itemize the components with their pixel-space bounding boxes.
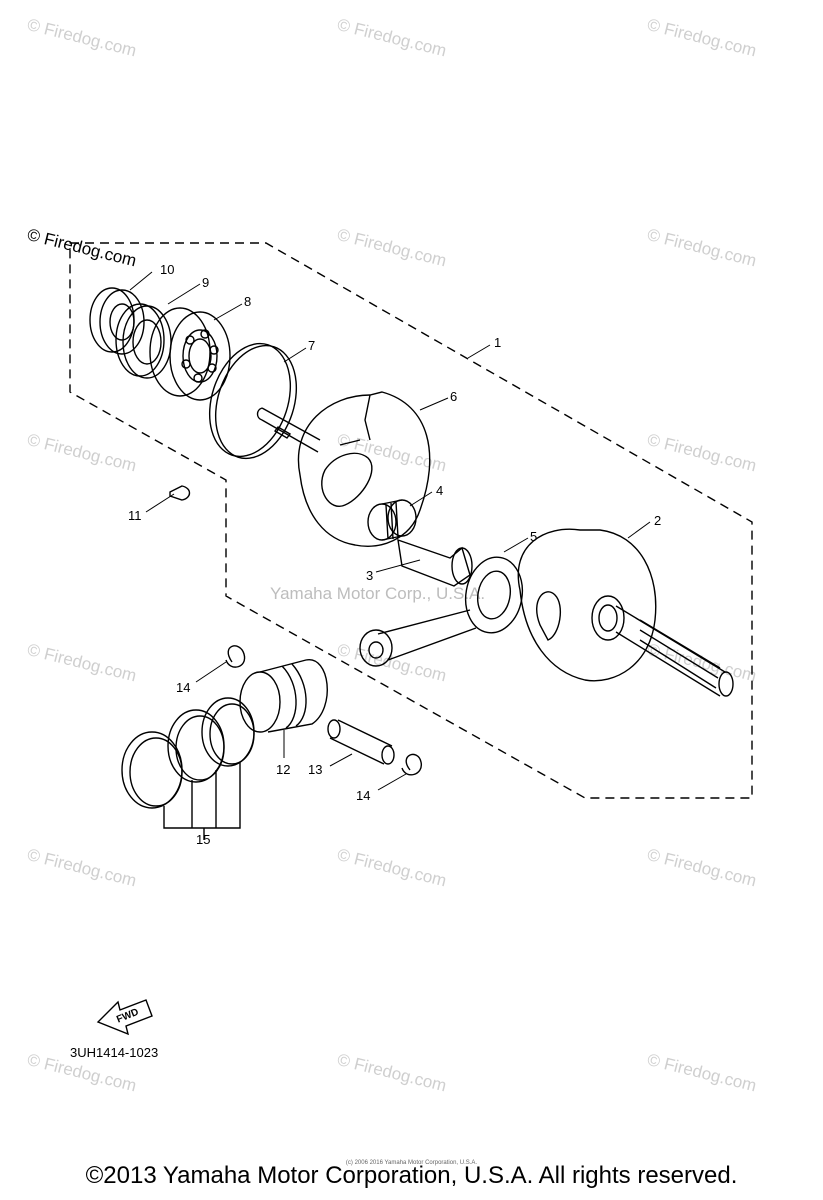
assembly-boundary xyxy=(69,242,753,799)
part-left-shaft xyxy=(256,407,321,453)
callout-10: 10 xyxy=(160,262,174,277)
part-right-crank-web xyxy=(517,528,657,682)
part-piston-pin xyxy=(327,719,395,765)
callout-6: 6 xyxy=(450,389,457,404)
leader-lines xyxy=(129,271,651,791)
part-crank-pin xyxy=(397,538,473,587)
callout-13: 13 xyxy=(308,762,322,777)
tiny-copyright: (c) 2006 2016 Yamaha Motor Corporation, … xyxy=(345,1160,478,1166)
callout-14-lower: 14 xyxy=(356,788,370,803)
callout-2: 2 xyxy=(654,513,661,528)
diagram-code: 3UH1414-1023 xyxy=(70,1045,159,1060)
callout-3: 3 xyxy=(366,568,373,583)
callout-11: 11 xyxy=(128,508,142,523)
part-clip-upper xyxy=(225,645,246,668)
part-woodruff-key xyxy=(169,485,191,501)
callout-1: 1 xyxy=(494,335,501,350)
callout-9: 9 xyxy=(202,275,209,290)
callout-7: 7 xyxy=(308,338,315,353)
center-watermark: Yamaha Motor Corp., U.S.A. xyxy=(270,584,486,603)
part-piston-rings xyxy=(121,697,255,809)
part-clip-lower xyxy=(401,753,422,776)
callout-5: 5 xyxy=(530,529,537,544)
part-left-crank-web xyxy=(297,391,431,547)
callout-4: 4 xyxy=(436,483,443,498)
callout-12: 12 xyxy=(276,762,290,777)
part-needle-bearing xyxy=(367,499,417,541)
callout-14-upper: 14 xyxy=(176,680,190,695)
part-output-shaft xyxy=(615,605,734,697)
part-ring xyxy=(208,342,298,460)
callout-15: 15 xyxy=(196,832,210,847)
callout-8: 8 xyxy=(244,294,251,309)
part-oil-seal xyxy=(89,287,145,355)
part-washer xyxy=(115,303,172,379)
copyright-notice: ©2013 Yamaha Motor Corporation, U.S.A. A… xyxy=(85,1162,738,1189)
ring-bracket xyxy=(163,762,241,840)
fwd-arrow-icon xyxy=(96,999,153,1036)
part-bearing xyxy=(149,307,231,401)
callout-labels: 10 9 8 7 1 6 2 4 5 3 11 12 13 14 14 15 F… xyxy=(115,262,661,1025)
